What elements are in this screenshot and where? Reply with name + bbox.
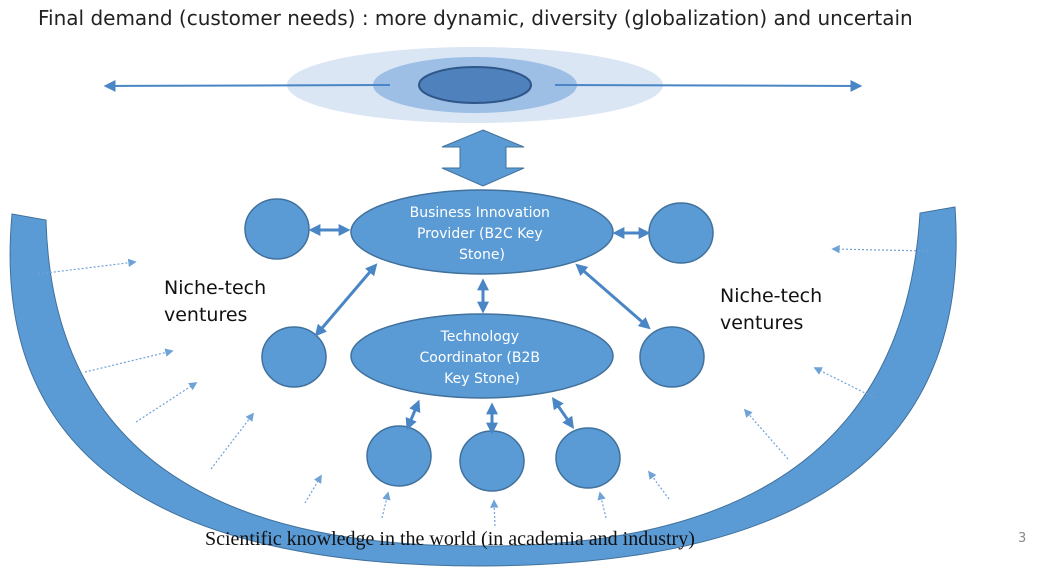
demand-halo xyxy=(103,47,863,123)
dotted-arrow xyxy=(831,244,929,254)
dotted-arrow xyxy=(381,491,391,519)
dotted-arrow xyxy=(597,491,607,519)
big-double-arrow xyxy=(441,129,525,187)
venture-circle xyxy=(261,326,327,388)
page-title: Final demand (customer needs) : more dyn… xyxy=(38,6,913,30)
venture-circle xyxy=(459,430,525,492)
venture-circles xyxy=(244,198,714,492)
venture-circle xyxy=(648,202,714,264)
dotted-arrow xyxy=(304,474,322,504)
b2b-label-line: Technology xyxy=(440,329,519,345)
b2c-label-line: Stone) xyxy=(459,247,505,263)
niche-label-right: Niche-tech ventures xyxy=(720,283,822,337)
dotted-arrow xyxy=(135,382,198,423)
b2c-label: Business Innovation Provider (B2C Key St… xyxy=(410,205,555,263)
dotted-arrow xyxy=(210,412,255,470)
b2b-label-line: Coordinator (B2B xyxy=(420,350,540,366)
dotted-arrow xyxy=(743,408,789,460)
dotted-arrow xyxy=(490,499,499,527)
arrow-left-demand xyxy=(103,79,391,92)
connector-arrow xyxy=(575,263,651,330)
niche-label-left: Niche-tech ventures xyxy=(164,275,266,329)
dotted-arrows xyxy=(37,244,929,527)
dotted-arrow xyxy=(37,258,137,275)
dotted-arrow xyxy=(84,348,174,373)
b2b-node xyxy=(350,313,614,399)
outer-arc xyxy=(9,206,957,567)
niche-left-line: ventures xyxy=(164,304,248,326)
venture-circle xyxy=(639,326,705,388)
venture-circle xyxy=(366,425,432,487)
niche-right-line: ventures xyxy=(720,312,804,334)
page-number: 3 xyxy=(1018,531,1027,546)
venture-circle xyxy=(244,198,310,260)
halo-core xyxy=(418,66,532,104)
dotted-arrow xyxy=(648,470,670,500)
niche-right-line: Niche-tech xyxy=(720,285,823,307)
connector-arrow xyxy=(314,263,378,337)
niche-left-line: Niche-tech xyxy=(164,277,267,299)
b2b-label-line: Key Stone) xyxy=(444,371,520,387)
b2b-label: Technology Coordinator (B2B Key Stone) xyxy=(420,329,545,387)
dotted-arrow xyxy=(813,367,876,399)
arrow-right-demand xyxy=(554,79,863,92)
connector-arrow xyxy=(405,399,421,431)
connector-arrow xyxy=(551,397,575,429)
bottom-caption: Scientific knowledge in the world (in ac… xyxy=(205,528,695,550)
venture-circle xyxy=(555,427,621,489)
connector-arrows xyxy=(308,224,651,435)
b2c-label-line: Provider (B2C Key xyxy=(417,226,543,242)
b2c-label-line: Business Innovation xyxy=(410,205,550,221)
